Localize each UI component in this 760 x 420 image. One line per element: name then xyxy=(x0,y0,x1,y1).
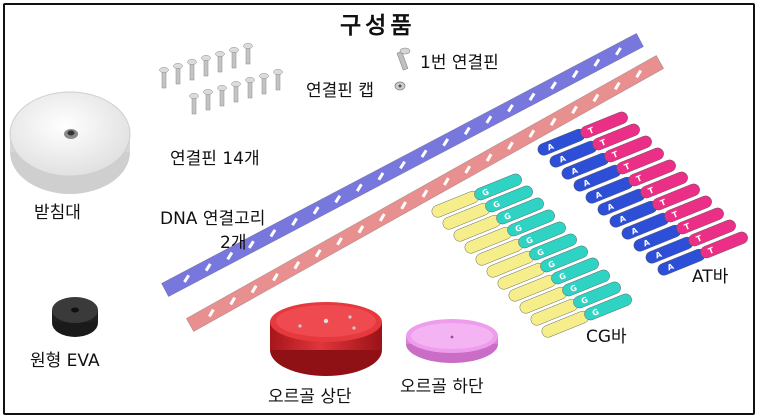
music-box-top-label: 오르골 상단 xyxy=(268,387,352,407)
cg-bar: G xyxy=(453,197,544,242)
music-box-bottom-label: 오르골 하단 xyxy=(400,377,484,397)
dna-ring-label-line2: 2개 xyxy=(220,233,247,253)
bar-letter: T xyxy=(635,173,644,184)
at-bar: AT xyxy=(657,231,748,276)
base-stand-image xyxy=(9,91,131,194)
bar-letter: G xyxy=(569,283,578,294)
bar-letter: G xyxy=(580,295,589,306)
at-bar: AT xyxy=(645,219,736,264)
music-box-top-image xyxy=(270,302,382,376)
pin-icon xyxy=(201,55,211,77)
at-bar: AT xyxy=(549,123,640,168)
pin-icon xyxy=(229,47,239,69)
bar-letter: T xyxy=(671,209,680,220)
base-label: 받침대 xyxy=(34,203,81,223)
cg-bar: G xyxy=(431,173,522,218)
at-bar: AT xyxy=(561,135,652,180)
at-bar-label: AT바 xyxy=(692,267,729,287)
at-bar: AT xyxy=(609,183,700,228)
bar-letter: A xyxy=(570,165,580,176)
pins-14-label: 연결핀 14개 xyxy=(170,149,260,169)
bar-letter: T xyxy=(659,197,668,208)
page-title: 구성품 xyxy=(340,13,416,39)
bar-letter: G xyxy=(514,223,523,234)
bar-letter: A xyxy=(606,201,616,212)
at-bar: AT xyxy=(597,171,688,216)
bar-letter: A xyxy=(618,213,628,224)
pin-icon xyxy=(187,59,197,81)
cg-bar: G xyxy=(508,257,599,302)
cg-bar-label: CG바 xyxy=(586,327,627,347)
bar-letter: T xyxy=(647,185,656,196)
dna-rings-image xyxy=(161,32,665,332)
pin-1-label: 1번 연결핀 xyxy=(420,53,499,73)
pin-icon xyxy=(231,81,241,103)
bar-letter: T xyxy=(611,149,620,160)
cg-bar: G xyxy=(519,269,610,314)
bar-letter: A xyxy=(654,249,664,260)
bar-letter: T xyxy=(587,125,596,136)
cg-bar: G xyxy=(530,281,621,326)
bar-letter: A xyxy=(630,225,640,236)
at-bar: AT xyxy=(573,147,664,192)
cg-bar: G xyxy=(442,185,533,230)
at-bar: AT xyxy=(585,159,676,204)
bar-letter: G xyxy=(558,271,567,282)
pin-cap-image xyxy=(394,81,406,91)
cg-bar: G xyxy=(464,209,555,254)
music-box-bottom-image xyxy=(406,319,498,363)
pin-icon xyxy=(243,43,253,65)
bar-letter: G xyxy=(547,259,556,270)
at-bar: AT xyxy=(633,207,724,252)
pin-icon xyxy=(273,69,283,91)
bar-letter: A xyxy=(666,261,676,272)
bar-letter: A xyxy=(558,153,568,164)
bar-letter: T xyxy=(707,245,716,256)
bar-letter: G xyxy=(481,187,490,198)
cg-bar: G xyxy=(486,233,577,278)
pin-icon xyxy=(203,89,213,111)
bar-letter: G xyxy=(536,247,545,258)
at-bar: AT xyxy=(621,195,712,240)
bar-letter: A xyxy=(642,237,652,248)
pin-icon xyxy=(245,77,255,99)
cg-bar: G xyxy=(541,293,632,338)
pin-icon xyxy=(173,63,183,85)
dna-ring-red xyxy=(185,55,665,332)
pin-icon xyxy=(217,85,227,107)
cg-bar: G xyxy=(475,221,566,266)
eva-label: 원형 EVA xyxy=(30,351,100,371)
at-bar: AT xyxy=(537,111,628,156)
bar-letter: G xyxy=(525,235,534,246)
bar-letter: A xyxy=(546,141,556,152)
pin-icon xyxy=(215,51,225,73)
connection-pins-image xyxy=(159,43,283,115)
dna-ring-blue xyxy=(161,32,644,298)
bar-letter: T xyxy=(599,137,608,148)
pin-icon xyxy=(159,67,169,89)
dna-ring-label-line1: DNA 연결고리 xyxy=(160,209,266,229)
bar-letter: A xyxy=(594,189,604,200)
bar-letter: T xyxy=(683,221,692,232)
pin-1-image xyxy=(396,47,411,71)
pin-cap-label: 연결핀 캡 xyxy=(306,81,374,101)
bar-letter: G xyxy=(503,211,512,222)
bar-letter: G xyxy=(591,307,600,318)
bar-letter: T xyxy=(695,233,704,244)
bar-letter: T xyxy=(623,161,632,172)
bar-letter: A xyxy=(582,177,592,188)
bar-letter: G xyxy=(492,199,501,210)
pin-icon xyxy=(189,93,199,115)
eva-disc-image xyxy=(52,297,98,337)
cg-bar: G xyxy=(497,245,588,290)
pin-icon xyxy=(259,73,269,95)
